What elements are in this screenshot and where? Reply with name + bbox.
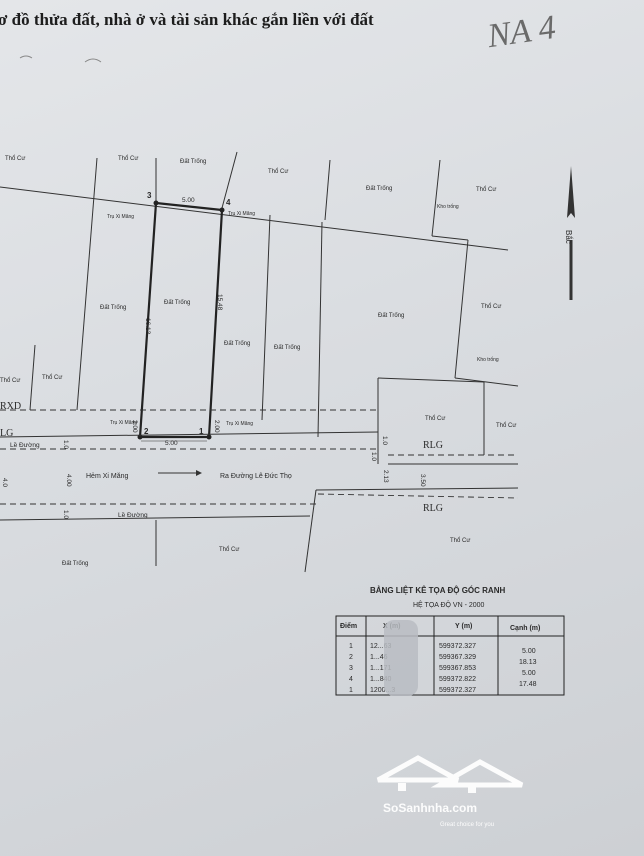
- parcel-label: Thổ Cư: [268, 168, 288, 175]
- parcel-label: Đất Trống: [164, 300, 190, 306]
- parcel-label: Đất Trống: [378, 313, 404, 319]
- table-cell: 1...840: [370, 676, 392, 683]
- table-title: BẢNG LIỆT KÊ TỌA ĐỘ GÓC RANH: [370, 586, 505, 595]
- parcel-label: Thổ Cư: [5, 155, 25, 162]
- dim-vertical: 1.0: [370, 452, 377, 461]
- parcel-label: Đất Trống: [100, 305, 126, 311]
- dim-vertical: 1.0: [381, 436, 388, 445]
- dim-vertical: 2.13: [382, 470, 389, 483]
- subject-parcel: [138, 201, 224, 439]
- dim-vertical: 1.0: [62, 510, 69, 519]
- handwritten-note: NA 4: [484, 9, 558, 55]
- coordinate-table: BẢNG LIỆT KÊ TỌA ĐỘ GÓC RANH HỆ TỌA ĐỘ V…: [335, 586, 565, 696]
- table-cell: 1: [349, 643, 353, 650]
- dim-right-side: 15.48: [216, 294, 223, 311]
- table-edge: 18.13: [519, 659, 537, 666]
- road-edge-label: Lề Đường: [10, 440, 40, 449]
- rlg-label: RLG: [423, 440, 443, 451]
- parcel-label: Thổ Cư: [476, 186, 496, 193]
- parcel-label: Đất Trống: [180, 159, 206, 165]
- table-header: Cạnh (m): [510, 625, 540, 632]
- parcel-label: Thổ Cư: [42, 374, 62, 381]
- parcel-label: Đất Trống: [62, 561, 88, 567]
- marker-label: Trụ Xi Măng: [110, 420, 137, 426]
- parcel-label: Thổ Cư: [219, 546, 239, 553]
- parcel-label: Thổ Cư: [425, 415, 445, 422]
- parcel-label: Thổ Cư: [450, 537, 470, 544]
- parcel-label: Kho trống: [477, 357, 499, 363]
- watermark-logo-icon: SoSanhnha.com Great choice for you: [376, 755, 524, 828]
- dim-vertical: 4.00: [65, 474, 72, 487]
- point-1-label: 1: [199, 427, 204, 436]
- table-edge: 17.48: [519, 681, 537, 688]
- table-cell: 4: [349, 676, 353, 683]
- dim-vertical: 3.50: [419, 474, 426, 487]
- point-3-label: 3: [147, 191, 152, 200]
- parcel-label: Kho trống: [437, 204, 459, 210]
- document-title: ơ đồ thửa đất, nhà ở và tài sản khác gắn…: [0, 10, 374, 29]
- parcel-label: Thổ Cư: [0, 377, 20, 384]
- rxd-label: RXD: [0, 401, 21, 412]
- table-subtitle: HỆ TỌA ĐỘ VN - 2000: [413, 600, 485, 609]
- table-cell: 1...46: [370, 654, 388, 661]
- parcel-label: Đất Trống: [274, 345, 300, 351]
- parcel-label: Thổ Cư: [481, 303, 501, 310]
- dim-vertical: 2.00: [131, 420, 138, 433]
- road-boundary-line: [0, 186, 509, 251]
- table-edge: 5.00: [522, 670, 536, 677]
- table-cell: 599367.853: [439, 665, 476, 672]
- redaction-blur: [384, 620, 418, 696]
- dim-vertical: 2.00: [213, 420, 220, 433]
- road-dashed-lines: [0, 409, 519, 505]
- marker-label: Trụ Xi Măng: [107, 214, 134, 220]
- watermark-tagline: Great choice for you: [440, 822, 494, 828]
- point-4-label: 4: [226, 198, 231, 207]
- point-2-label: 2: [144, 427, 149, 436]
- corner-points: [137, 200, 225, 440]
- parcel-label: Thổ Cư: [496, 422, 516, 429]
- road-edge-label: Lề Đường: [118, 510, 148, 519]
- handwritten-scribble: [19, 55, 102, 63]
- lg-label: LG: [0, 428, 13, 439]
- table-header: Y (m): [455, 623, 472, 630]
- parcel-label: Đất Trống: [224, 341, 250, 347]
- road-edge-lines: [0, 431, 519, 521]
- dim-vertical: 4.0: [1, 478, 8, 487]
- dim-bottom: 5.00: [165, 440, 178, 447]
- table-cell: 1200...3: [370, 687, 395, 694]
- table-cell: 1...171: [370, 665, 392, 672]
- direction-arrowhead: [196, 470, 202, 476]
- marker-label: Trụ Xi Măng: [226, 421, 253, 427]
- table-cell: 599367.329: [439, 654, 476, 661]
- table-cell: 1: [349, 687, 353, 694]
- table-cell: 12...63: [370, 643, 392, 650]
- table-cell: 3: [349, 665, 353, 672]
- road-direction-label: Ra Đường Lê Đức Thọ: [220, 473, 292, 480]
- dim-top: 5.00: [182, 197, 195, 204]
- table-cell: 599372.822: [439, 676, 476, 683]
- table-cell: 599372.327: [439, 687, 476, 694]
- north-arrow-icon: Bắc: [564, 166, 575, 300]
- table-edge: 5.00: [522, 648, 536, 655]
- table-cell: 2: [349, 654, 353, 661]
- parcel-lines: [29, 151, 519, 573]
- dim-vertical: 1.0: [62, 440, 69, 449]
- alley-label: Hẻm Xi Măng: [86, 473, 129, 480]
- parcel-label: Đất Trống: [366, 186, 392, 192]
- table-header: Điểm: [340, 622, 357, 630]
- table-cell: 599372.327: [439, 643, 476, 650]
- rlg-label: RLG: [423, 503, 443, 514]
- marker-label: Trụ Xi Măng: [228, 211, 255, 217]
- dim-left-side: 16.13: [144, 318, 151, 335]
- parcel-label: Thổ Cư: [118, 155, 138, 162]
- compass-label: Bắc: [564, 230, 573, 244]
- watermark-brand: SoSanhnha.com: [383, 801, 477, 815]
